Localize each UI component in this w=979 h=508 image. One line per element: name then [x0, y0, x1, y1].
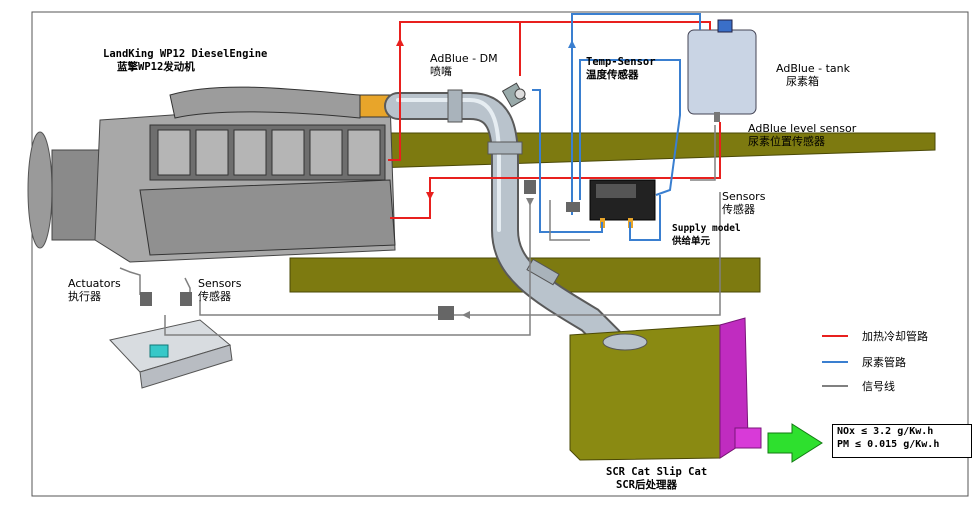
level-sensor-en: AdBlue level sensor [748, 122, 857, 135]
engine-illustration [27, 86, 397, 263]
temp-sensor-label: Temp-Sensor 温度传感器 [586, 56, 656, 82]
catalyst-name-cn: SCR后处理器 [616, 479, 677, 491]
actuators-en: Actuators [68, 277, 121, 290]
legend-label-signal: 信号线 [862, 380, 895, 393]
emission-limits-box: NOx ≤ 3.2 g/Kw.h PM ≤ 0.015 g/Kw.h [832, 424, 972, 458]
sensors-right-label: Sensors 传感器 [722, 190, 765, 216]
exhaust-outlet-arrow [767, 423, 823, 463]
legend-item-signal: 信号线 [822, 378, 962, 394]
adblue-tank [687, 19, 757, 122]
legend-label-urea: 尿素管路 [862, 356, 906, 369]
scr-catalyst [569, 317, 762, 461]
actuators-label: Actuators 执行器 [68, 277, 121, 303]
engine-fan [27, 131, 53, 249]
signal-lines [119, 125, 721, 336]
sensors-right-en: Sensors [722, 190, 766, 203]
dosing-label: AdBlue - DM 喷嘴 [430, 52, 498, 78]
connector-icons [140, 180, 580, 320]
emission-nox: NOx ≤ 3.2 g/Kw.h [837, 426, 934, 437]
level-sensor-label: AdBlue level sensor 尿素位置传感器 [748, 122, 856, 148]
catalyst-outlet [734, 427, 762, 449]
sensors-right-cn: 传感器 [722, 203, 755, 216]
emission-pm: PM ≤ 0.015 g/Kw.h [837, 439, 940, 450]
sensors-left-label: Sensors 传感器 [198, 277, 241, 303]
catalyst-name-en: SCR Cat Slip Cat [606, 466, 708, 478]
dosing-name-en: AdBlue - DM [430, 52, 498, 65]
pipe-flange-1 [447, 89, 463, 123]
supply-label: Supply model 供给单元 [672, 222, 741, 248]
heating-lines [388, 21, 721, 219]
ecu-unit [109, 319, 233, 389]
catalyst-label: SCR Cat Slip Cat SCR后处理器 [606, 466, 707, 492]
engine-label: LandKing WP12 DieselEngine 蓝擎WP12发动机 [103, 48, 267, 74]
exhaust-pipe [384, 92, 624, 354]
tank-name-en: AdBlue - tank [776, 62, 851, 75]
sensors-left-cn: 传感器 [198, 290, 231, 303]
temp-sensor-cn: 温度传感器 [586, 69, 639, 81]
legend-swatch-heating [822, 335, 848, 337]
temp-sensor-en: Temp-Sensor [586, 56, 656, 68]
actuators-cn: 执行器 [68, 290, 101, 303]
legend-item-urea: 尿素管路 [822, 354, 962, 370]
dosing-module [501, 82, 527, 108]
tank-label: AdBlue - tank 尿素箱 [776, 62, 850, 88]
sensors-left-en: Sensors [198, 277, 242, 290]
dosing-name-cn: 喷嘴 [430, 65, 452, 78]
tank-name-cn: 尿素箱 [786, 75, 819, 88]
supply-name-en: Supply model [672, 223, 741, 234]
legend-label-heating: 加热冷却管路 [862, 330, 928, 343]
engine-name-cn: 蓝擎WP12发动机 [117, 61, 195, 73]
legend-item-heating: 加热冷却管路 [822, 328, 962, 344]
level-sensor-cn: 尿素位置传感器 [748, 135, 825, 148]
supply-name-cn: 供给单元 [672, 236, 711, 247]
supply-unit [589, 179, 656, 228]
engine-name-en: LandKing WP12 DieselEngine [103, 48, 268, 60]
legend-swatch-signal [822, 385, 848, 387]
pipe-flange-2 [487, 141, 523, 155]
urea-lines [532, 13, 701, 241]
legend-swatch-urea [822, 361, 848, 363]
